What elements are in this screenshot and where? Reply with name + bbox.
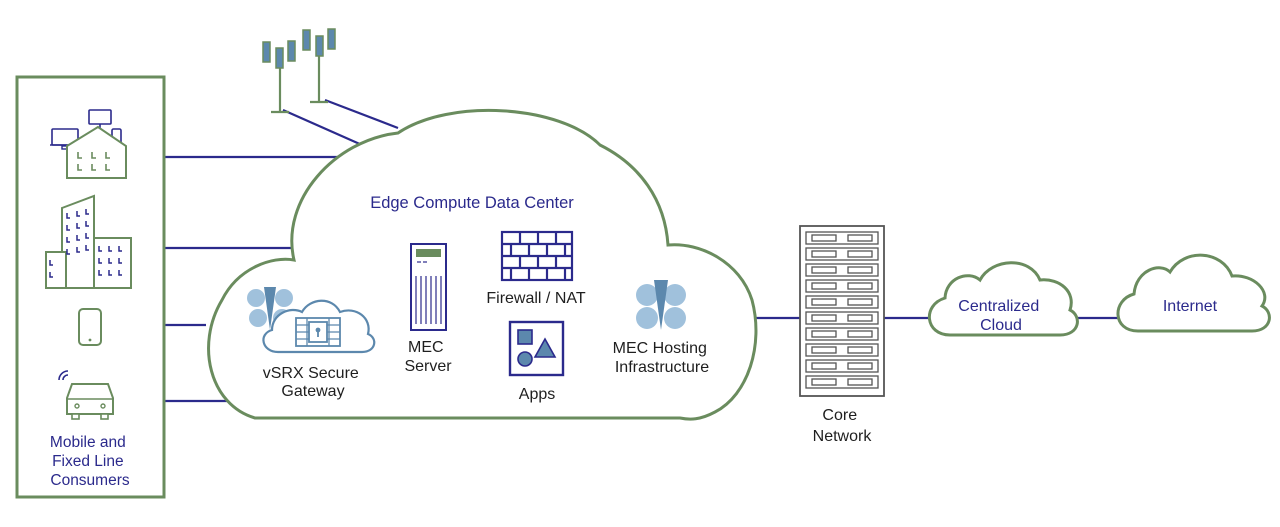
rack-slot: [847, 234, 873, 242]
internet-label: Internet: [1163, 298, 1218, 315]
centralized-cloud-label-line1: Centralized: [958, 298, 1039, 315]
rack-slot: [811, 362, 837, 370]
consumers-label-line1: Mobile and: [50, 434, 126, 451]
consumers-label-line3: Consumers: [50, 472, 129, 489]
vsrx-label: vSRX Secure Gateway: [263, 365, 364, 400]
rack-slot: [847, 330, 873, 338]
rack-slot: [847, 298, 873, 306]
home-devices-icon: [50, 109, 127, 179]
cell-tower-icon: [262, 40, 296, 114]
rack-slot: [847, 266, 873, 274]
mec-hosting-icon: [636, 280, 686, 330]
rack-slot: [811, 378, 837, 386]
mec-hosting-label-line1: MEC Hosting: [613, 340, 707, 357]
rack-slot: [811, 250, 837, 258]
firewall-label: Firewall / NAT: [486, 290, 585, 307]
core-network-label: Core Network: [813, 407, 873, 445]
edge-cloud-title: Edge Compute Data Center: [370, 194, 574, 212]
mec-hosting-label: MEC Hosting Infrastructure: [613, 340, 712, 376]
rack-slot: [847, 378, 873, 386]
rack-slot: [847, 346, 873, 354]
rack-slot: [811, 314, 837, 322]
rack-slot: [847, 282, 873, 290]
rack-slot: [847, 250, 873, 258]
centralized-cloud-label: Centralized Cloud: [958, 298, 1043, 334]
rack-slot: [811, 282, 837, 290]
connected-car-icon: [58, 370, 114, 420]
vsrx-gateway-icon: [247, 287, 376, 354]
mec-server-label-line1: MEC: [408, 339, 444, 356]
apps-icon: [508, 320, 565, 377]
connection-lines: [164, 98, 1120, 403]
cell-tower-icon: [302, 28, 336, 104]
vsrx-label-line1: vSRX Secure: [263, 365, 359, 382]
core-network-label-line1: Core: [822, 407, 857, 424]
edge-compute-cloud: Edge Compute Data Center vSRX Secure G: [207, 108, 758, 421]
mobile-phone-icon: [78, 308, 102, 346]
mec-hosting-label-line2: Infrastructure: [615, 359, 709, 376]
link-tower2-to-edge: [324, 98, 399, 130]
consumers-label-line2: Fixed Line: [52, 453, 124, 470]
mec-server-icon: [410, 243, 447, 331]
consumers-panel: Mobile and Fixed Line Consumers: [15, 75, 166, 499]
consumers-label: Mobile and Fixed Line Consumers: [50, 434, 130, 489]
centralized-cloud-label-line2: Cloud: [980, 317, 1022, 334]
firewall-icon: [500, 230, 574, 282]
mec-server-label-line2: Server: [404, 358, 452, 375]
building-icon: [45, 194, 132, 289]
rack-slot: [847, 362, 873, 370]
apps-label: Apps: [519, 386, 555, 403]
centralized-cloud: Centralized Cloud: [927, 261, 1079, 337]
rack-slot: [847, 314, 873, 322]
link-tower1-to-edge: [282, 108, 363, 147]
mec-server-label: MEC Server: [404, 339, 452, 375]
internet-cloud: Internet: [1116, 253, 1271, 333]
rack-slot: [811, 346, 837, 354]
rack-slot: [811, 330, 837, 338]
core-network-rack-icon: [799, 225, 885, 397]
rack-slot: [811, 234, 837, 242]
vsrx-label-line2: Gateway: [281, 383, 344, 400]
rack-slot: [811, 298, 837, 306]
core-network-label-line2: Network: [813, 428, 873, 445]
rack-slot: [811, 266, 837, 274]
